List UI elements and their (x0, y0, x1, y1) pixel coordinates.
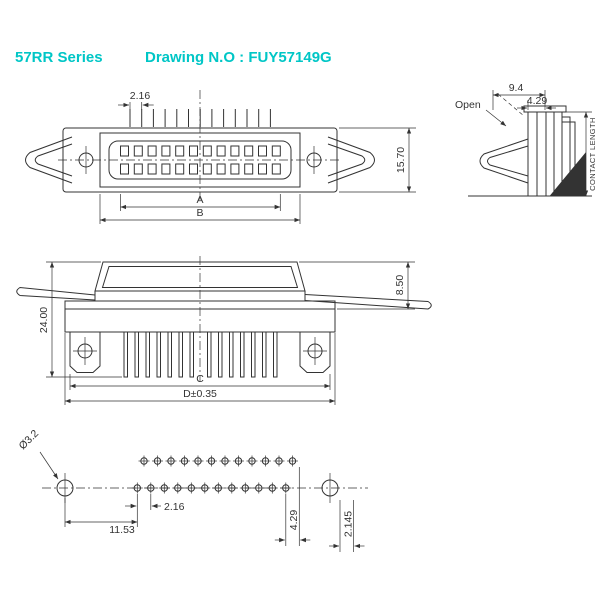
sv-open-latch-hint (497, 93, 525, 117)
dim-pin-pitch: 2.16 (125, 494, 185, 527)
dim-height-value: 15.70 (395, 147, 407, 173)
mv-right-bracket (299, 331, 331, 373)
mv-pins-left (123, 331, 194, 378)
dim-pitch: 2.16 (118, 90, 154, 110)
dim-d-label: D±0.35 (183, 388, 217, 400)
dim-row-offset-value: 2.145 (343, 511, 355, 537)
right-latch-wire (327, 136, 375, 184)
dim-a: A (120, 194, 281, 211)
dim-c-label: C (196, 373, 204, 385)
dim-depth-value: 9.4 (509, 82, 524, 94)
dim-c: C (69, 373, 331, 390)
hole-dia-label: Ø3.2 (17, 427, 42, 452)
right-latch-wire-inner (327, 143, 366, 177)
open-callout: Open (455, 99, 507, 127)
dim-total-height-value: 24.00 (38, 307, 50, 333)
dim-b-label: B (196, 207, 203, 219)
mv-right-latch-arm (304, 294, 432, 310)
mv-left-latch-arm (16, 286, 96, 301)
dim-row-span: 4.29 (274, 467, 311, 546)
dim-offset-value: 4.29 (527, 95, 548, 107)
dia-callout: Ø3.2 (17, 427, 59, 480)
dim-shroud-height: 8.50 (299, 261, 415, 310)
footprint-view: Ø3.2 2.16 11.53 4.29 2.145 (17, 427, 368, 552)
left-latch-wire (25, 136, 73, 184)
mv-pins-right (207, 331, 278, 378)
contact-row-bottom (120, 163, 281, 175)
series-title: 57RR Series (15, 49, 103, 66)
dim-hole-to-pin-value: 11.53 (109, 524, 135, 536)
dim-hole-to-pin: 11.53 (64, 498, 138, 536)
drawing-number: Drawing N.O : FUY57149G (145, 49, 332, 66)
dim-row-offset: 2.145 (329, 500, 365, 552)
dim-height: 15.70 (339, 127, 416, 193)
fp-pin-holes-bottom (131, 482, 292, 494)
mv-shroud-inner (101, 266, 299, 288)
dim-a-label: A (196, 194, 203, 206)
dim-pin-pitch-value: 2.16 (164, 501, 185, 513)
dim-b: B (99, 194, 301, 224)
title-block: 57RR Series Drawing N.O : FUY57149G (15, 49, 332, 66)
dim-shroud-height-value: 8.50 (394, 275, 406, 296)
contact-length-label: CONTACT LENGTH (588, 117, 597, 191)
open-label: Open (455, 99, 481, 111)
contact-tips (129, 109, 271, 127)
front-view: 2.16 15.70 A B (25, 90, 416, 224)
sv-contact-tail (562, 116, 571, 196)
side-view: Open 9.4 4.29 CONTACT LENGTH (455, 82, 597, 197)
sv-latch-wire (479, 138, 529, 184)
left-latch-wire-inner (34, 143, 73, 177)
dim-depth: 9.4 (492, 82, 546, 110)
contact-row-top (120, 145, 281, 157)
dim-offset: 4.29 (517, 95, 556, 111)
mv-left-bracket (69, 331, 101, 373)
sv-body (527, 111, 563, 197)
sv-mount-section (550, 152, 586, 196)
dim-contact-length: CONTACT LENGTH (564, 111, 597, 196)
dim-pitch-value: 2.16 (130, 90, 151, 102)
sv-latch-wire-inner (487, 145, 529, 177)
mounted-view: 24.00 8.50 C D±0.35 (16, 256, 432, 405)
fp-pin-holes-top (138, 455, 298, 467)
dim-d: D±0.35 (64, 333, 336, 405)
dim-row-span-value: 4.29 (288, 510, 300, 531)
dim-total-height: 24.00 (38, 261, 122, 378)
